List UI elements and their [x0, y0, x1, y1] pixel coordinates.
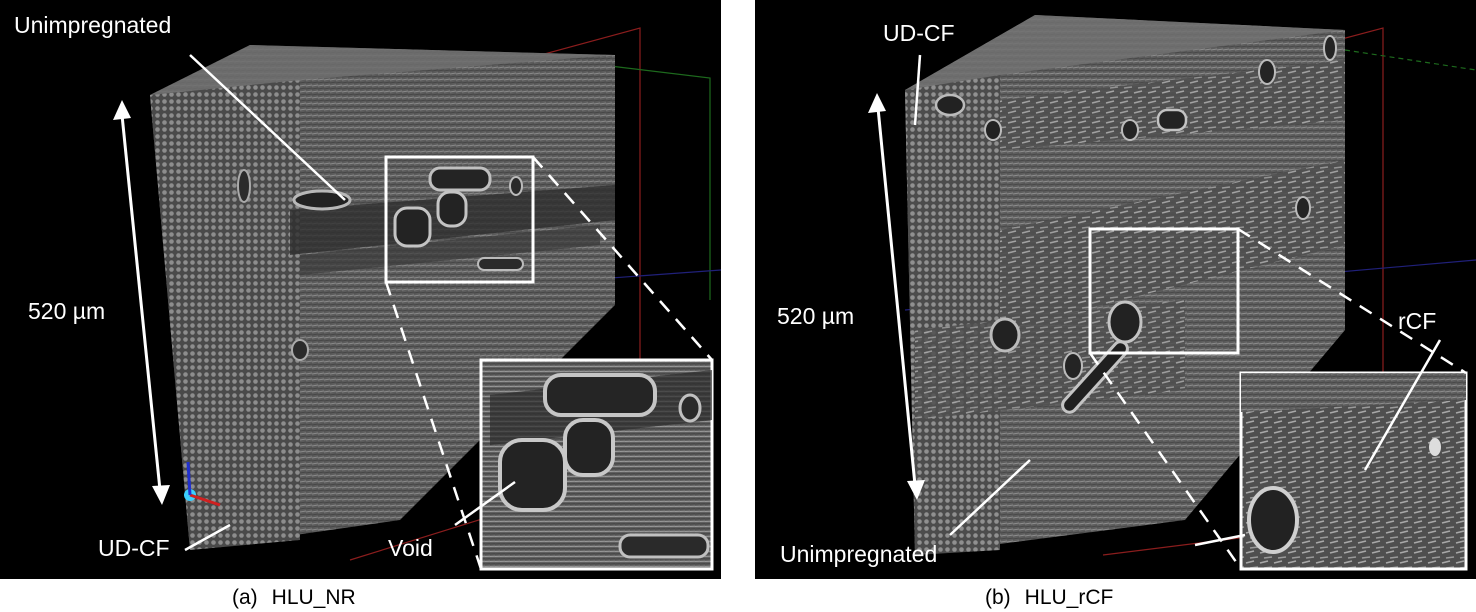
caption-a: (a) HLU_NR: [232, 586, 356, 610]
micro-ct-panel-b: UD-CF 520 µm Unimpregnated rCF: [755, 0, 1476, 579]
caption-b-tag: (b): [985, 586, 1011, 609]
caption-b-name: HLU_rCF: [1024, 586, 1114, 609]
micro-ct-panel-a: Unimpregnated 520 µm UD-CF Void: [0, 0, 721, 579]
zoom-region-box: [384, 155, 535, 284]
label-void: Void: [388, 535, 433, 561]
caption-a-tag: (a): [232, 586, 258, 609]
label-rcf: rCF: [1398, 308, 1437, 334]
caption-b: (b) HLU_rCF: [985, 586, 1113, 610]
label-scale-520um: 520 µm: [777, 303, 855, 329]
label-ud-cf: UD-CF: [883, 20, 955, 46]
specimen-b-render: [868, 15, 1476, 571]
void-ellipse: [292, 189, 352, 211]
scale-arrow: [876, 107, 917, 486]
label-unimpregnated: Unimpregnated: [780, 541, 938, 567]
zoom-region-box: [1088, 227, 1240, 355]
label-unimpregnated: Unimpregnated: [14, 12, 172, 38]
specimen-a-render: [113, 27, 721, 571]
label-scale-520um: 520 µm: [28, 298, 106, 324]
caption-a-name: HLU_NR: [271, 586, 356, 609]
scale-arrow: [120, 114, 162, 491]
label-ud-cf: UD-CF: [98, 535, 170, 561]
